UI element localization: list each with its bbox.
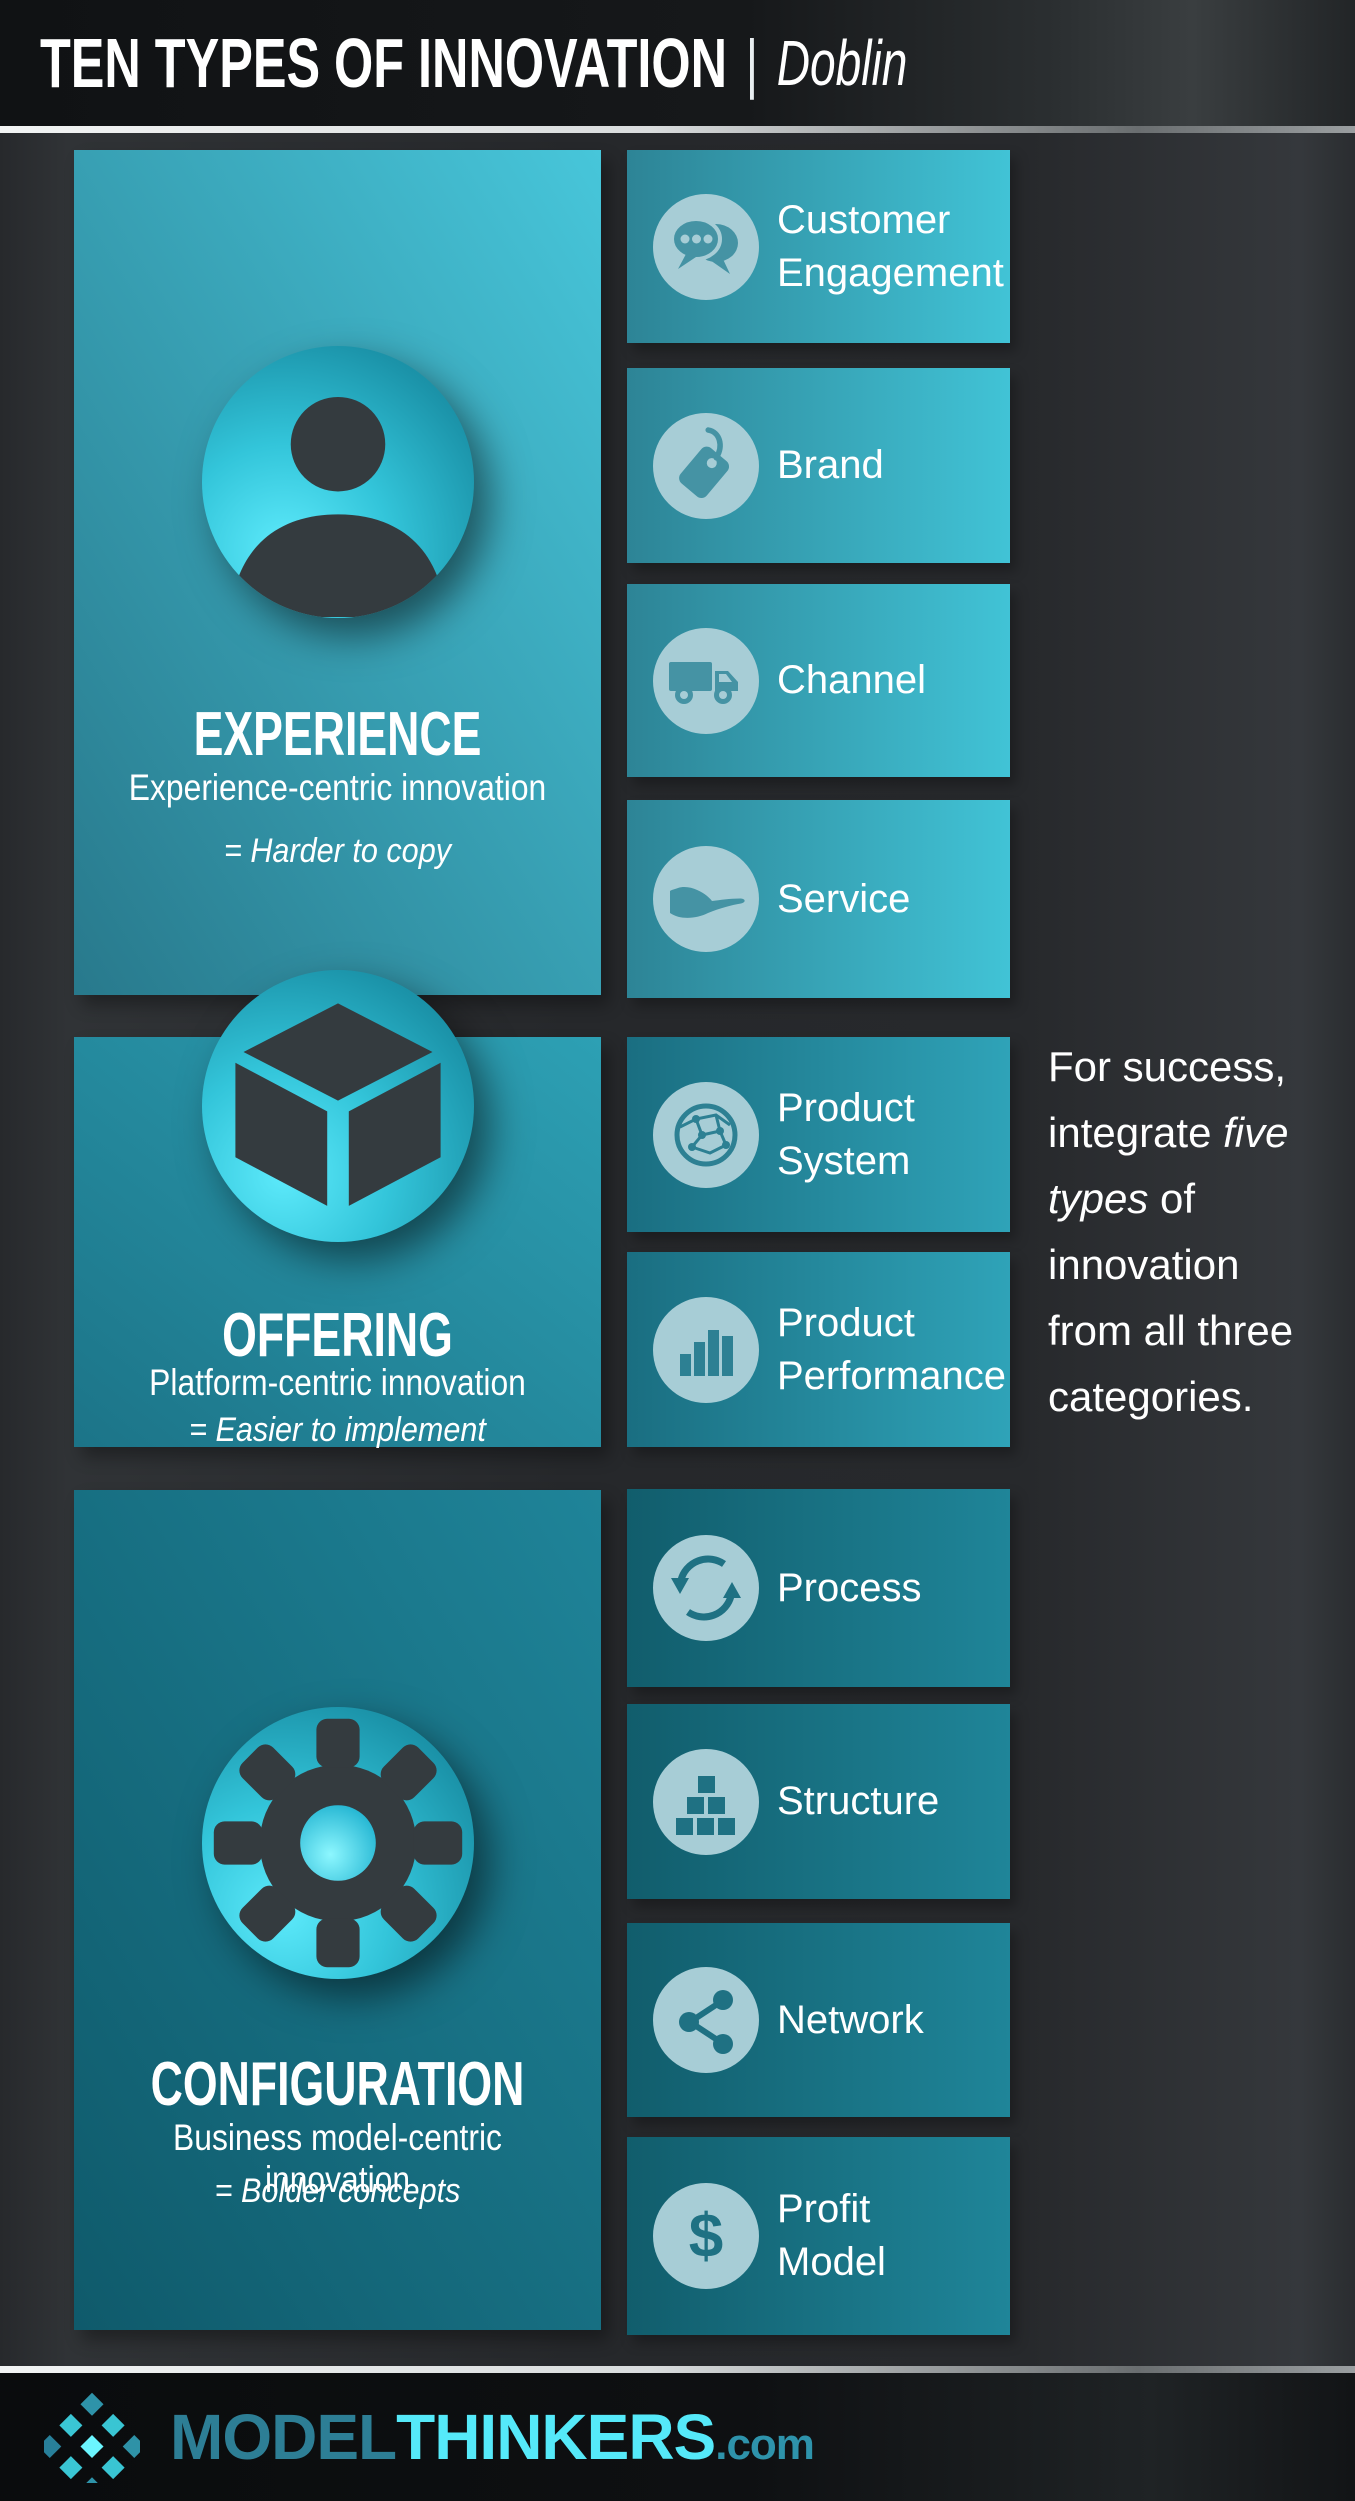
category-subtitle: Experience-centric innovation	[128, 767, 547, 808]
type-card-brand: Brand	[627, 368, 1010, 563]
type-card-channel: Channel	[627, 584, 1010, 777]
header-title-row: TEN TYPES OF INNOVATION | Doblin	[40, 23, 907, 103]
category-note: = Harder to copy	[223, 832, 452, 870]
footer-divider	[0, 2366, 1355, 2373]
category-subtitle: Platform-centric innovation	[149, 1362, 526, 1403]
callout-line: types of	[1048, 1175, 1196, 1222]
header-divider	[0, 126, 1355, 133]
type-card-network: Network	[627, 1923, 1010, 2117]
category-card-configuration: CONFIGURATION Business model-centric inn…	[74, 1490, 601, 2330]
dollar-icon: $	[653, 2183, 759, 2289]
chat-bubbles-icon	[653, 193, 759, 300]
category-title: OFFERING	[222, 1301, 453, 1371]
wordmark-model: MODEL	[170, 2401, 397, 2473]
title-separator: |	[745, 26, 759, 100]
cube-icon	[201, 970, 474, 1242]
bar-chart-icon	[653, 1296, 759, 1403]
type-label: Service	[777, 876, 911, 921]
person-icon	[201, 346, 474, 618]
price-tag-icon	[653, 412, 759, 519]
type-card-structure: Structure	[627, 1704, 1010, 1899]
category-card-offering: OFFERING Platform-centric innovation = E…	[74, 970, 601, 1449]
type-label: Structure	[777, 1779, 940, 1823]
category-note: = Easier to implement	[189, 1411, 486, 1449]
callout-line: For success,	[1048, 1043, 1287, 1090]
type-label: Process	[777, 1565, 922, 1610]
gear-icon	[201, 1707, 474, 1979]
type-label: Brand	[777, 443, 884, 487]
modelthinkers-wordmark[interactable]: MODEL THINKERS .com	[170, 2400, 815, 2474]
callout-line: innovation	[1048, 1241, 1240, 1288]
hand-icon	[653, 846, 759, 952]
type-card-process: Process	[627, 1489, 1010, 1687]
type-label: Channel	[777, 658, 927, 702]
callout-line: integrate five	[1048, 1109, 1289, 1156]
svg-text:$: $	[689, 2202, 723, 2271]
header: TEN TYPES OF INNOVATION | Doblin	[0, 0, 1355, 126]
type-card-service: Service	[627, 800, 1010, 998]
category-card-experience: EXPERIENCE Experience-centric innovation…	[74, 150, 601, 995]
category-note: = Bolder concepts	[214, 2172, 461, 2210]
category-title: EXPERIENCE	[193, 700, 482, 770]
refresh-icon	[653, 1535, 759, 1641]
footer: MODEL THINKERS .com	[0, 2373, 1355, 2501]
type-label: Network	[777, 1997, 924, 2042]
category-title: CONFIGURATION	[150, 2050, 525, 2120]
category-subtitle: Business model-centric innovation	[173, 2117, 502, 2200]
brand-name: Doblin	[776, 27, 908, 99]
callout-line: from all three	[1048, 1307, 1294, 1354]
modelthinkers-logo	[38, 2387, 146, 2500]
globe-network-icon	[653, 1081, 759, 1188]
wordmark-thinkers: THINKERS	[396, 2401, 716, 2473]
share-icon	[653, 1967, 759, 2073]
blocks-icon	[653, 1748, 759, 1855]
wordmark-com: .com	[715, 2420, 815, 2469]
truck-icon	[653, 627, 759, 734]
callout-line: categories.	[1048, 1373, 1254, 1420]
page-title: TEN TYPES OF INNOVATION	[40, 24, 727, 102]
callout-text: For success, integrate five types of inn…	[1048, 1034, 1355, 1430]
